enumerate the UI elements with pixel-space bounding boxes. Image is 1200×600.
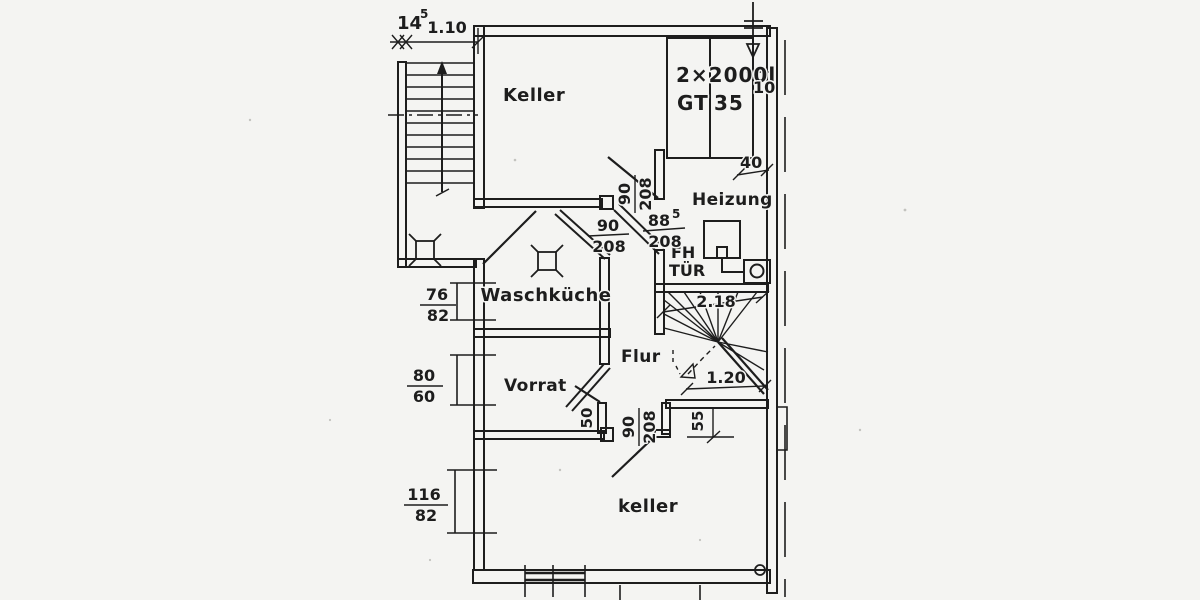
svg-text:76: 76 — [426, 285, 448, 304]
fill-pipe — [744, 2, 763, 60]
fire-door-label-tuer: TÜR — [669, 261, 705, 280]
dim-stair-run: 2.18 — [696, 292, 735, 311]
tank-type-label: GT — [677, 91, 709, 115]
lightwell-bracket — [777, 406, 788, 451]
windows — [447, 282, 701, 600]
svg-text:14: 14 — [397, 13, 422, 34]
stair-up-arrow-icon — [437, 61, 447, 74]
svg-text:80: 80 — [413, 366, 435, 385]
room-label-keller-bottom: keller — [618, 496, 678, 517]
walls — [397, 25, 778, 594]
pipe-down-arrow-icon — [745, 43, 761, 60]
vorrat-door-leaf — [574, 385, 601, 403]
dim-entry-width: 1.10 — [427, 18, 466, 37]
svg-text:88: 88 — [648, 211, 670, 230]
site-boundary — [777, 40, 788, 597]
dim-door-fh: 88 5 208 — [642, 206, 686, 253]
svg-text:90: 90 — [615, 183, 634, 205]
svg-text:82: 82 — [427, 306, 449, 325]
floor-drain-icon — [530, 244, 564, 278]
svg-text:5: 5 — [420, 7, 428, 21]
dim-stair-width: 1.20 — [706, 368, 745, 387]
dim-window-keller: 116 82 — [404, 484, 448, 527]
svg-text:208: 208 — [640, 410, 659, 443]
winder-stair — [663, 291, 769, 395]
dim-gap-40: 40 — [740, 153, 762, 172]
dim-window-vorrat: 80 60 — [407, 365, 443, 408]
floor-drain-icon — [408, 233, 442, 267]
tank-capacity-label: 2×2000l — [676, 63, 776, 87]
svg-text:208: 208 — [592, 237, 625, 256]
dim-vorrat-door-50: 50 — [578, 408, 596, 429]
svg-text:82: 82 — [415, 506, 437, 525]
drain-circle-icon — [754, 564, 766, 576]
scan-speckles — [248, 118, 907, 562]
waschkueche-door-leaf — [482, 210, 537, 265]
svg-text:208: 208 — [636, 177, 655, 210]
dim-window-waschkueche: 76 82 — [420, 284, 456, 327]
svg-text:5: 5 — [672, 207, 680, 221]
stair-down-arrow-icon — [679, 362, 696, 379]
dim-gap-10: 10 — [753, 78, 775, 97]
door-leaves — [482, 156, 659, 478]
dim-scale-note: 14 5 — [396, 6, 430, 36]
fire-door-label-fh: FH — [671, 243, 695, 262]
room-label-waschkueche: Waschküche — [480, 285, 611, 306]
straight-stair — [388, 61, 478, 197]
svg-text:60: 60 — [413, 387, 435, 406]
room-label-keller: Keller — [503, 85, 565, 106]
keller-bottom-door-leaf — [611, 435, 656, 478]
boiler-unit — [703, 220, 771, 284]
svg-text:116: 116 — [407, 485, 440, 504]
tank-size-label: 35 — [714, 91, 744, 115]
svg-text:90: 90 — [597, 216, 619, 235]
keller-door-leaf — [607, 156, 659, 199]
dim-door-keller-bottom: 90 208 — [618, 408, 661, 446]
svg-text:90: 90 — [619, 416, 638, 438]
room-label-vorrat: Vorrat — [504, 376, 567, 396]
dim-door-waschkueche: 90 208 — [587, 215, 630, 258]
dimension-lines — [390, 28, 774, 444]
walk-line — [687, 345, 716, 375]
oil-tanks — [666, 37, 754, 159]
room-label-flur: Flur — [621, 347, 661, 367]
svg-text:208: 208 — [648, 232, 681, 251]
dim-door-keller: 90 208 — [614, 175, 657, 213]
room-label-heizung: Heizung — [692, 190, 773, 210]
dim-niche-55: 55 — [689, 411, 707, 432]
